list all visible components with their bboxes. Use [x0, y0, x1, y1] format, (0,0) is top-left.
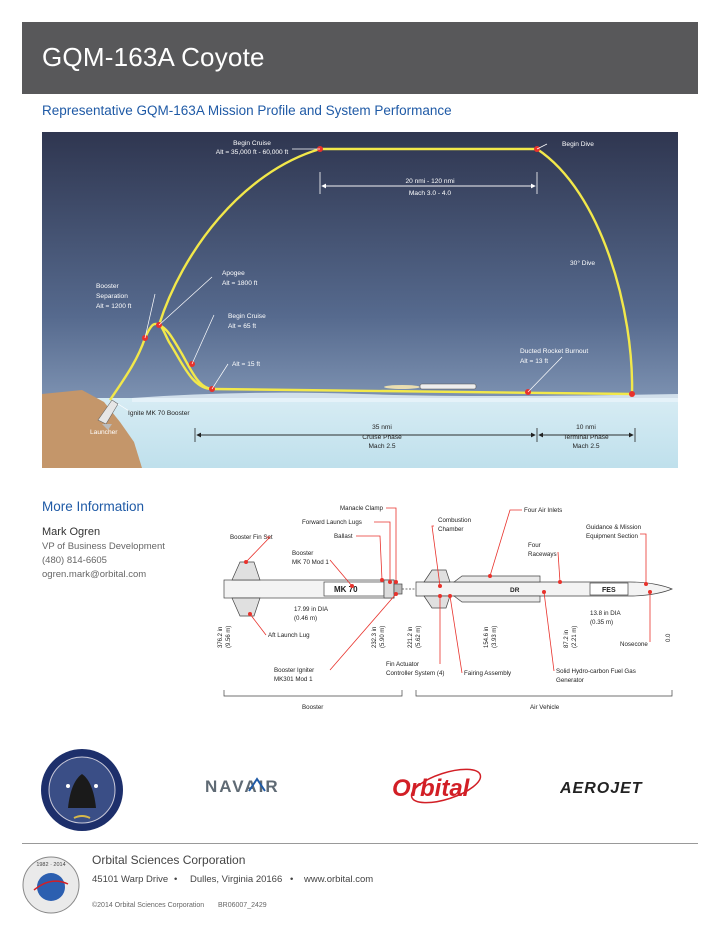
dia-booster-m: (0.46 m) — [294, 615, 317, 622]
booster-label-2: MK 70 Mod 1 — [292, 559, 329, 566]
dia-booster-label: 17.99 in DIA — [294, 606, 329, 613]
mission-profile-figure: Begin Cruise Alt = 35,000 ft - 60,000 ft… — [42, 132, 678, 468]
footer-bullet-2: • — [290, 874, 294, 885]
navair-logo: NAVAIR — [205, 777, 280, 796]
booster-label-1: Booster — [292, 550, 313, 557]
dim-0: 0.0 — [666, 633, 672, 642]
booster-sep-label-1: Booster — [96, 283, 120, 290]
terminal-phase-label: Terminal Phase — [563, 434, 609, 441]
forward-lugs-label: Forward Launch Lugs — [302, 519, 362, 526]
dim-232: 232.3 in — [372, 627, 378, 648]
dia-air-m: (0.35 m) — [590, 619, 613, 626]
ignite-label: Ignite MK 70 Booster — [128, 410, 190, 417]
footer-website[interactable]: www.orbital.com — [304, 874, 374, 885]
apogee-label: Apogee — [222, 270, 245, 277]
fin-actuator-label-2: Controller System (4) — [386, 670, 444, 677]
fuel-gen-label-2: Generator — [556, 677, 584, 684]
begin-cruise-alt: Alt = 35,000 ft - 60,000 ft — [216, 149, 289, 156]
contact-phone: (480) 814-6605 — [42, 555, 107, 566]
footer-bullet-1: • — [174, 874, 178, 885]
begin-cruise-label: Begin Cruise — [233, 140, 271, 147]
dim-154: 154.6 in — [484, 627, 490, 648]
dim-87: 87.2 in — [564, 630, 570, 648]
raceways-label-1: Four — [528, 542, 541, 549]
combustion-label-2: Chamber — [438, 526, 463, 533]
aft-lug-label: Aft Launch Lug — [268, 632, 310, 639]
begin-cruise-low-label: Begin Cruise — [228, 313, 266, 320]
page-title: GQM-163A Coyote — [42, 42, 265, 72]
booster-igniter-label-2: MK301 Mod 1 — [274, 676, 313, 683]
footer-city: Dulles, Virginia 20166 — [190, 874, 283, 885]
booster-sep-alt: Alt = 1200 ft — [96, 303, 132, 310]
footer-address: 45101 Warp Drive — [92, 874, 169, 885]
air-vehicle-body — [415, 569, 673, 609]
title-banner: GQM-163A Coyote — [22, 22, 698, 94]
peo-seal-logo — [41, 749, 123, 831]
dim-232-m: (5.90 m) — [380, 626, 386, 648]
guidance-label-2: Equipment Section — [586, 533, 638, 540]
fes-text: FES — [602, 587, 616, 594]
cruise-range-label: 20 nmi - 120 nmi — [405, 178, 455, 185]
dim-87-m: (2.21 m) — [572, 626, 578, 648]
alt-15-label: Alt = 15 ft — [232, 361, 260, 368]
burnout-alt: Alt = 13 ft — [520, 358, 548, 365]
raceways-label-2: Raceways — [528, 551, 557, 558]
missile-cruise-icon — [384, 383, 477, 390]
contact-name: Mark Ogren — [42, 526, 101, 538]
combustion-label-1: Combustion — [438, 517, 472, 524]
orbital-text: Orbital — [392, 775, 471, 802]
section-air-vehicle-label: Air Vehicle — [530, 704, 560, 711]
launcher-label: Launcher — [90, 429, 118, 436]
fin-actuator-label-1: Fin Actuator — [386, 661, 419, 668]
sea-surface — [42, 398, 678, 468]
dim-221: 221.2 in — [408, 627, 414, 648]
section-booster-label: Booster — [302, 704, 323, 711]
aerojet-logo: AEROJET — [560, 780, 643, 797]
dim-376: 376.2 in — [218, 627, 224, 648]
nosecone-label: Nosecone — [620, 641, 648, 648]
shore — [42, 390, 142, 468]
booster-sep-label-2: Separation — [96, 293, 128, 300]
terminal-dist: 10 nmi — [576, 424, 596, 431]
begin-dive-label: Begin Dive — [562, 141, 594, 148]
dia-air-label: 13.8 in DIA — [590, 610, 621, 617]
more-info-title: More Information — [42, 499, 145, 514]
begin-cruise-low-alt: Alt = 65 ft — [228, 323, 256, 330]
booster-fin-set-label: Booster Fin Set — [230, 534, 273, 541]
dim-154-m: (3.93 m) — [492, 626, 498, 648]
mission-profile-title: Representative GQM-163A Mission Profile … — [42, 103, 452, 118]
navair-text: NAVAIR — [205, 777, 280, 796]
cruise-phase-dist: 35 nmi — [372, 424, 392, 431]
dim-221-m: (5.62 m) — [416, 626, 422, 648]
copyright: ©2014 Orbital Sciences Corporation — [92, 902, 205, 909]
document-id: BR06007_2429 — [218, 902, 267, 909]
apogee-alt: Alt = 1800 ft — [222, 280, 258, 287]
seal-years: 1982 · 2014 — [36, 862, 65, 868]
footer-divider — [22, 843, 698, 844]
manacle-clamp-label: Manacle Clamp — [340, 505, 384, 512]
burnout-label: Ducted Rocket Burnout — [520, 348, 588, 355]
vehicle-diagram: Manacle Clamp Forward Launch Lugs Ballas… — [218, 505, 673, 711]
booster-igniter-label-1: Booster Igniter — [274, 667, 314, 674]
air-inlets-label: Four Air Inlets — [524, 507, 562, 514]
dim-376-m: (9.56 m) — [226, 626, 232, 648]
company-name: Orbital Sciences Corporation — [92, 853, 246, 867]
fairing-label: Fairing Assembly — [464, 670, 512, 677]
fuel-gen-label-1: Solid Hydro-carbon Fuel Gas — [556, 668, 636, 675]
terminal-mach: Mach 2.5 — [572, 443, 599, 450]
ballast-label: Ballast — [334, 533, 353, 540]
orbital-logo: Orbital — [392, 768, 482, 804]
contact-email[interactable]: ogren.mark@orbital.com — [42, 569, 147, 580]
dr-text: DR — [510, 587, 520, 594]
cruise-mach-label: Mach 3.0 - 4.0 — [409, 190, 451, 197]
mk70-text: MK 70 — [334, 585, 358, 594]
cruise-phase-mach: Mach 2.5 — [368, 443, 395, 450]
contact-role: VP of Business Development — [42, 541, 165, 552]
orbital-anniversary-seal: 1982 · 2014 — [22, 856, 80, 914]
guidance-label-1: Guidance & Mission — [586, 524, 642, 531]
dive-angle-label: 30° Dive — [570, 259, 595, 267]
callout-lines — [245, 507, 651, 674]
aerojet-text: AEROJET — [560, 780, 643, 797]
cruise-phase-label: Cruise Phase — [362, 434, 402, 441]
